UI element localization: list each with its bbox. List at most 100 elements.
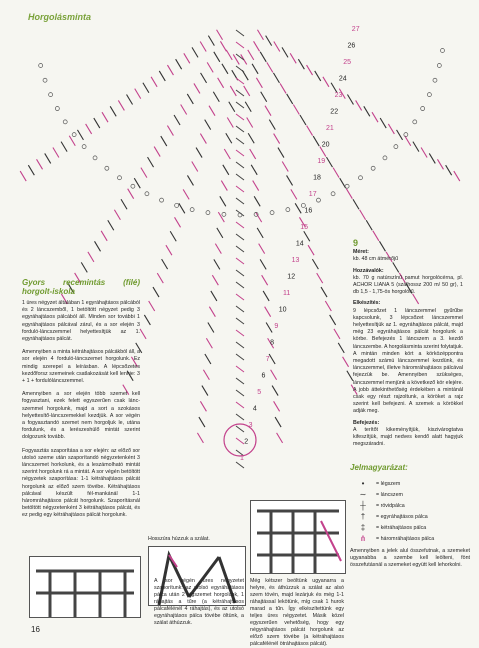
stitch-mark bbox=[346, 94, 354, 105]
stitch-mark bbox=[208, 105, 216, 116]
stitch-mark bbox=[68, 135, 76, 147]
stitch-mark bbox=[286, 93, 294, 105]
chain-loop bbox=[382, 155, 388, 161]
stitch-mark bbox=[85, 123, 93, 135]
stitch-mark bbox=[379, 241, 386, 252]
row-number: 16 bbox=[305, 208, 313, 215]
row-number: 10 bbox=[279, 307, 287, 314]
row-number: 11 bbox=[283, 290, 290, 297]
stitch-mark bbox=[404, 135, 412, 147]
photo2-caption: A sor végén üres négyzetet szaporítunk: … bbox=[154, 578, 244, 626]
stitch-mark bbox=[221, 63, 229, 75]
stitch-mark bbox=[405, 283, 413, 294]
stitch-mark bbox=[198, 416, 206, 428]
stitch-mark bbox=[158, 70, 166, 82]
stitch-mark bbox=[126, 94, 134, 105]
school-heading: Gyors recemintás (filé) horgolt-iskola bbox=[22, 278, 140, 296]
stitch-mark bbox=[345, 188, 353, 199]
stitch-mark bbox=[273, 133, 281, 144]
chain-loop bbox=[316, 197, 321, 203]
size-label: Méret: bbox=[353, 249, 369, 256]
stitch-mark bbox=[235, 413, 245, 421]
legend-item: †= egyráhajtásos pálca bbox=[350, 511, 470, 522]
stitch-mark bbox=[387, 123, 395, 135]
stitch-mark bbox=[204, 119, 212, 130]
chain-loop bbox=[269, 210, 275, 215]
stitch-mark bbox=[199, 401, 207, 412]
stitch-mark bbox=[272, 72, 280, 84]
stitch-mark bbox=[216, 29, 224, 41]
finishing-label: Befejezés: bbox=[353, 419, 380, 426]
stitch-mark bbox=[274, 416, 282, 428]
stitch-mark bbox=[217, 77, 225, 89]
stitch-mark bbox=[306, 64, 314, 76]
stitch-mark bbox=[332, 167, 340, 178]
stitch-mark bbox=[235, 401, 245, 409]
stitch-mark bbox=[135, 342, 143, 354]
stitch-mark bbox=[256, 29, 264, 41]
row-number: 22 bbox=[330, 109, 338, 116]
size-value: kb. 48 cm átmérőjű bbox=[353, 256, 399, 263]
stitch-mark bbox=[36, 159, 44, 170]
row-number: 18 bbox=[313, 175, 321, 182]
legend-label: = láncszem bbox=[376, 491, 403, 498]
stitch-mark bbox=[76, 129, 84, 141]
stitch-mark bbox=[80, 262, 88, 273]
stitch-mark bbox=[339, 177, 347, 189]
stitch-mark bbox=[208, 306, 216, 317]
stitch-mark bbox=[307, 244, 315, 256]
stitch-mark bbox=[133, 177, 141, 189]
stitch-mark bbox=[94, 241, 101, 252]
stitch-mark bbox=[195, 147, 203, 158]
stitch-mark bbox=[281, 161, 289, 172]
stitch-mark bbox=[247, 132, 255, 144]
stitch-mark bbox=[235, 377, 245, 385]
row-number: 6 bbox=[262, 373, 266, 380]
stitch-mark bbox=[100, 230, 108, 242]
stitch-mark bbox=[273, 401, 281, 412]
stitch-mark bbox=[252, 180, 260, 191]
stitch-photo-3 bbox=[29, 556, 141, 618]
chain-loop bbox=[344, 183, 350, 189]
legend: Jelmagyarázat: •= légszem ∼= láncszem ┼=… bbox=[350, 463, 470, 570]
stitch-mark bbox=[286, 175, 294, 186]
stitch-mark bbox=[249, 148, 257, 160]
stitch-mark bbox=[140, 167, 148, 178]
chain-loop bbox=[62, 119, 68, 125]
row-number: 17 bbox=[309, 191, 317, 198]
stitch-mark bbox=[453, 170, 461, 182]
stitch-mark bbox=[271, 385, 279, 396]
row-number: 7 bbox=[266, 356, 270, 363]
stitch-mark bbox=[324, 300, 332, 312]
stitch-mark bbox=[52, 147, 60, 158]
stitch-mark bbox=[235, 257, 245, 265]
stitch-mark bbox=[117, 100, 125, 111]
stitch-mark bbox=[206, 62, 214, 73]
stitch-mark bbox=[235, 185, 245, 193]
stitch-mark bbox=[60, 293, 68, 305]
stitch-mark bbox=[255, 77, 263, 89]
stitch-mark bbox=[337, 342, 345, 354]
stitch-mark bbox=[235, 329, 245, 337]
stitch-mark bbox=[204, 353, 212, 365]
row-number: 3 bbox=[249, 422, 253, 429]
stitch-mark bbox=[109, 106, 117, 117]
row-number: 25 bbox=[343, 59, 351, 66]
stitch-mark bbox=[264, 105, 272, 116]
stitch-mark bbox=[161, 258, 169, 270]
stitch-mark bbox=[260, 91, 268, 103]
stitch-mark bbox=[225, 49, 233, 61]
stitch-mark bbox=[44, 153, 52, 164]
chain-loop bbox=[221, 212, 227, 217]
legend-label: = rövidpálca bbox=[376, 502, 405, 509]
stitch-mark bbox=[268, 119, 276, 130]
stitch-mark bbox=[166, 64, 174, 76]
row-number: 1 bbox=[240, 455, 244, 462]
stitch-mark bbox=[235, 281, 245, 289]
stitch-mark bbox=[355, 100, 363, 111]
stitch-mark bbox=[259, 259, 267, 270]
stitch-mark bbox=[235, 113, 245, 121]
stitch-mark bbox=[299, 114, 307, 126]
stitch-mark bbox=[235, 365, 245, 373]
stitch-mark bbox=[235, 197, 245, 205]
